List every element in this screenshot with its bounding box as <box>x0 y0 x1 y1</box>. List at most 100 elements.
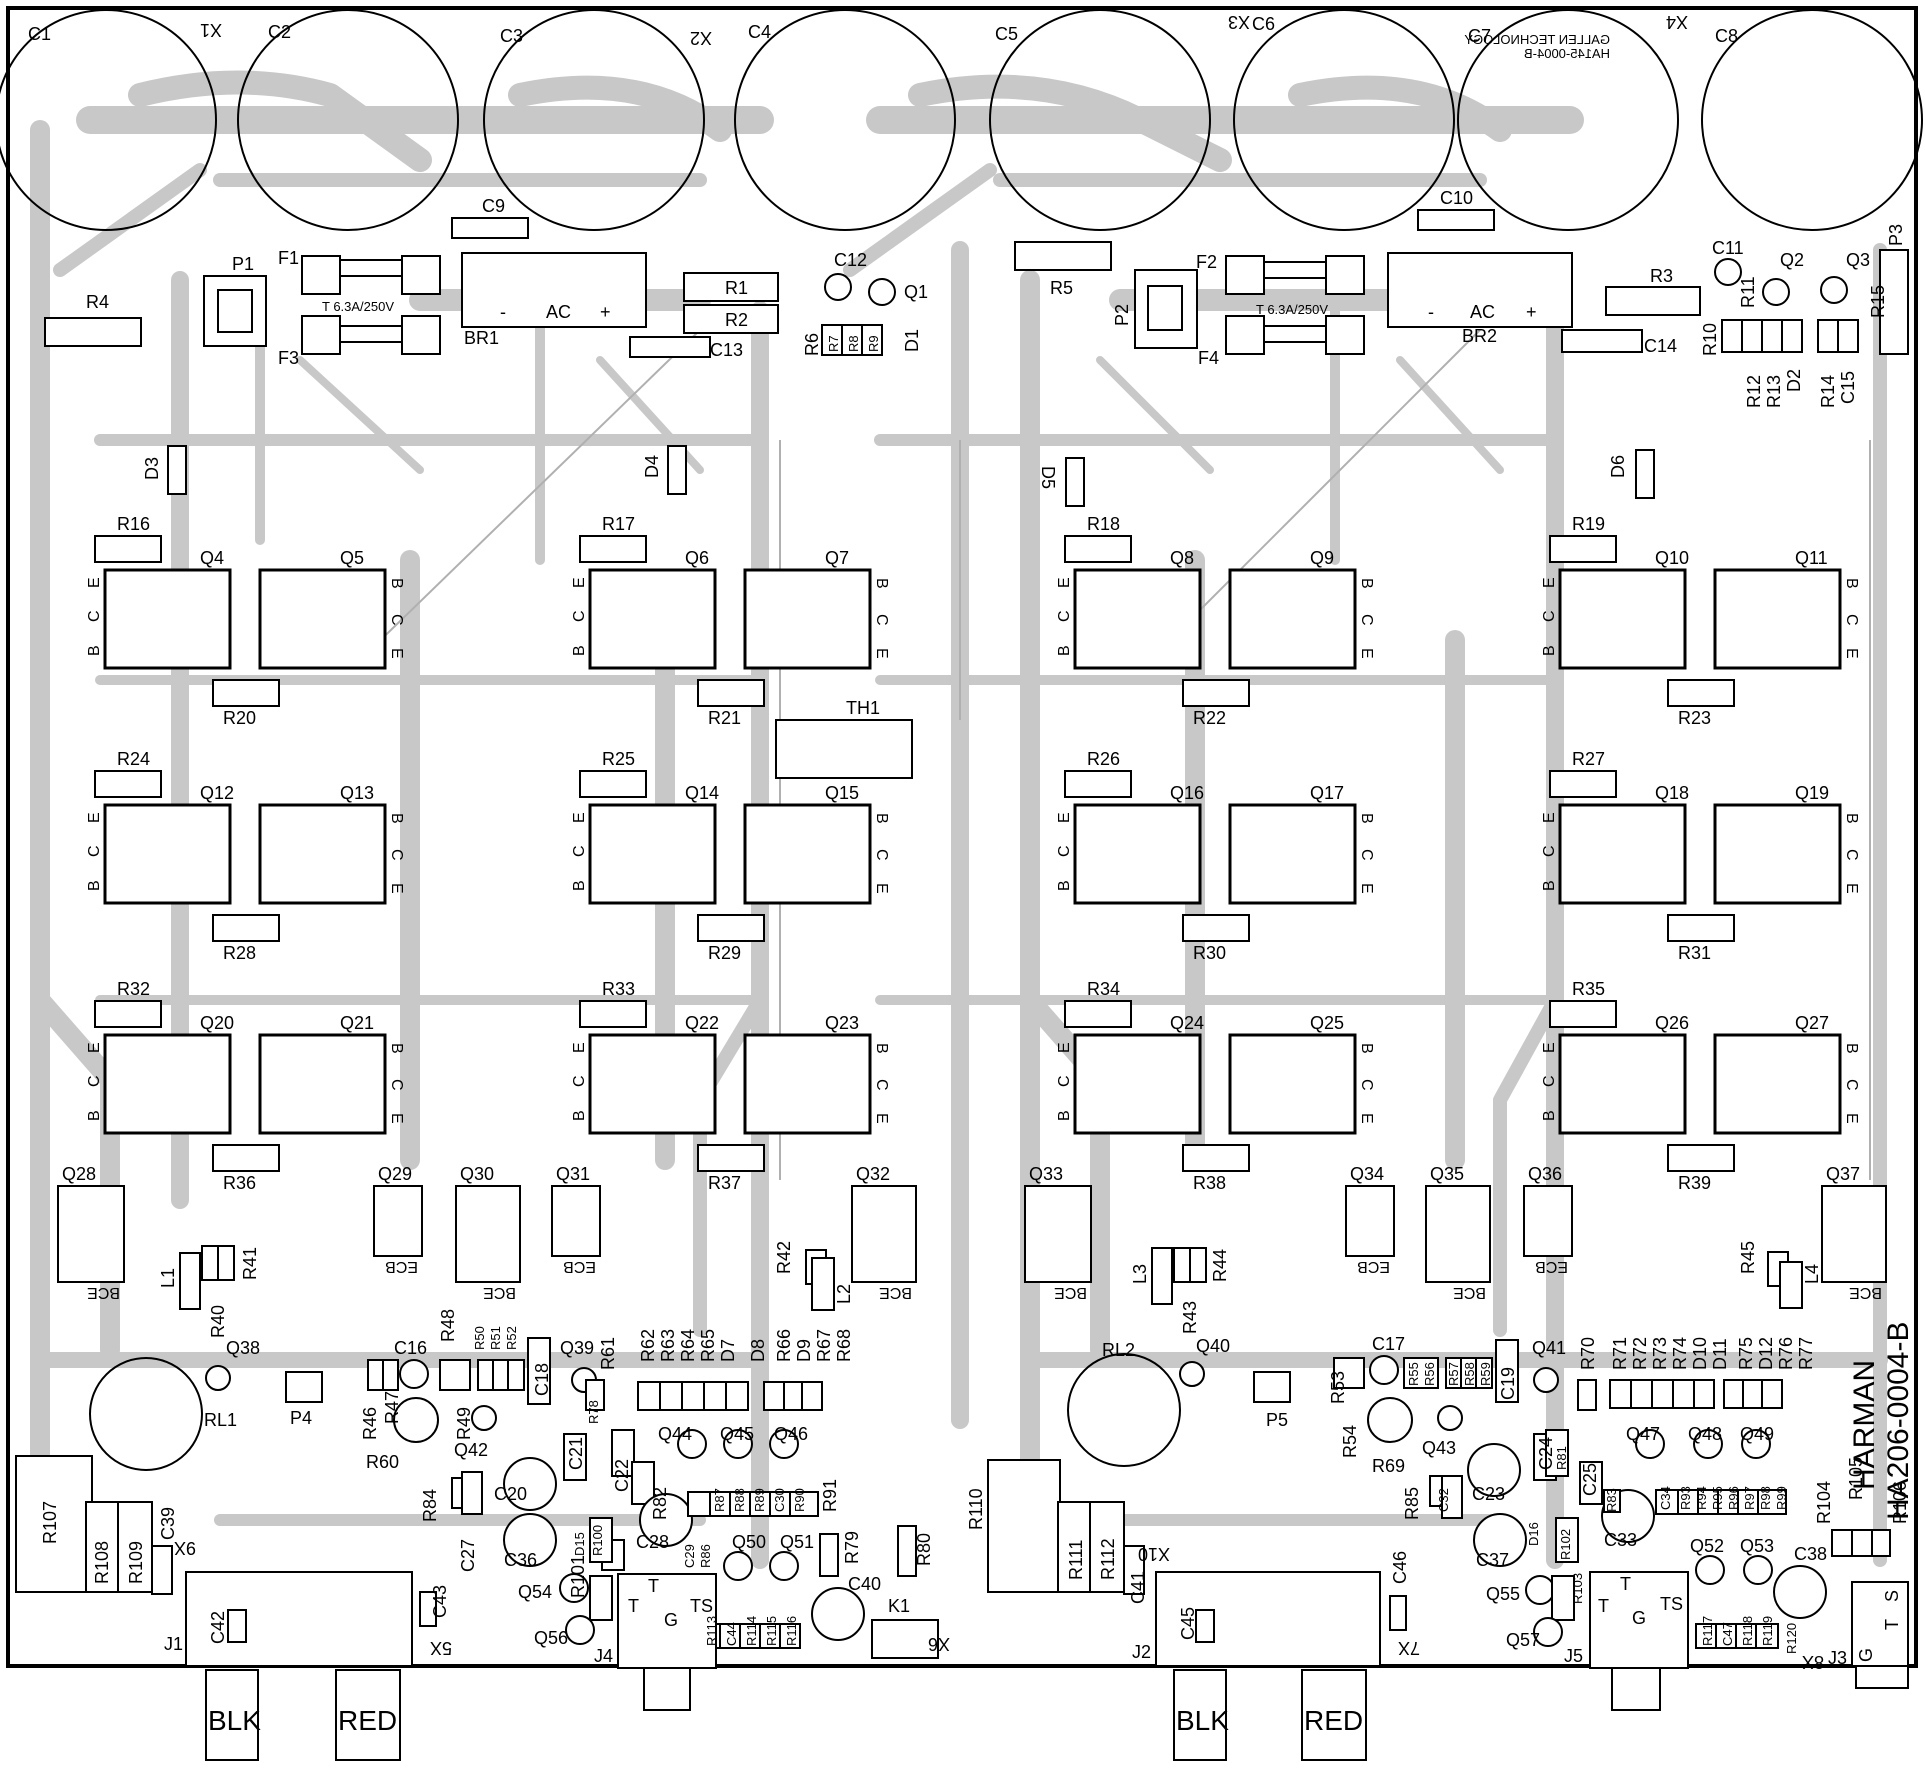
pin-label: C <box>1541 1075 1558 1087</box>
r72-label: R72 <box>1630 1337 1650 1370</box>
c29-label: C29 <box>682 1544 697 1568</box>
driver-transistor-body <box>851 1185 917 1283</box>
resistor-body <box>1182 679 1250 707</box>
resistor-label: R33 <box>602 979 635 999</box>
pin-label: B <box>1843 1043 1860 1054</box>
r101-label: R101 <box>568 1555 588 1598</box>
br2-minus: - <box>1428 302 1434 322</box>
mirror-brand: GALLEN TECHNOLOGY <box>1464 32 1610 47</box>
driver-transistor-label: Q32 <box>856 1164 890 1184</box>
pin-label: E <box>1843 1113 1860 1124</box>
transistor-label: Q9 <box>1310 548 1334 568</box>
pin-label: C <box>1843 1079 1860 1091</box>
r9-label: R9 <box>866 335 881 352</box>
l1-label: L1 <box>158 1268 178 1288</box>
resistor-label: R35 <box>1572 979 1605 999</box>
r5-label: R5 <box>1050 278 1073 298</box>
r87-label: R87 <box>712 1488 727 1512</box>
pin-label: C <box>571 1075 588 1087</box>
q42-label: Q42 <box>454 1440 488 1460</box>
pin-label: C <box>86 845 103 857</box>
c15-label: C15 <box>1838 371 1858 404</box>
c22-label: C22 <box>612 1459 632 1492</box>
pin-label: E <box>571 812 588 823</box>
pin-label: E <box>1541 577 1558 588</box>
power-transistor-body <box>588 568 717 670</box>
r10-label: R10 <box>1700 323 1720 356</box>
r93-label: R93 <box>1678 1486 1693 1510</box>
pin-label: C <box>1541 610 1558 622</box>
pin-label: B <box>873 578 890 589</box>
cap-label-c7: C7 <box>1468 26 1491 46</box>
pin-label: B <box>1056 880 1073 891</box>
r104-label: R104 <box>1814 1481 1834 1524</box>
q46-label: Q46 <box>774 1424 808 1444</box>
pin-label: C <box>571 610 588 622</box>
pin-label: E <box>1541 1042 1558 1053</box>
j5-g: G <box>1632 1608 1646 1628</box>
resistor-label: R31 <box>1678 943 1711 963</box>
resistor-body <box>212 1144 280 1172</box>
resistor-body <box>697 1144 765 1172</box>
pin-label: B <box>1541 880 1558 891</box>
driver-pin-label: ECB <box>1535 1258 1568 1275</box>
r45-label: R45 <box>1738 1241 1758 1274</box>
pin-label: C <box>1541 845 1558 857</box>
pin-label: C <box>86 1075 103 1087</box>
c41-label: C41 <box>1128 1571 1148 1604</box>
r65-label: R65 <box>698 1329 718 1362</box>
q55-label: Q55 <box>1486 1584 1520 1604</box>
pin-label: B <box>873 813 890 824</box>
j1-label: J1 <box>164 1634 183 1654</box>
resistor-label: R20 <box>223 708 256 728</box>
c45-label: C45 <box>1178 1607 1198 1640</box>
j5-t2: T <box>1598 1596 1609 1616</box>
c33-label: C33 <box>1604 1530 1637 1550</box>
c43-label: C43 <box>430 1585 450 1618</box>
r107-label: R107 <box>40 1501 60 1544</box>
r118-label: R118 <box>1740 1616 1755 1646</box>
j5-ts: TS <box>1660 1594 1683 1614</box>
r117-label: R117 <box>1700 1616 1715 1646</box>
power-transistor-body <box>103 1033 232 1135</box>
c18-label: C18 <box>532 1363 552 1396</box>
resistor-label: R37 <box>708 1173 741 1193</box>
transistor-label: Q24 <box>1170 1013 1204 1033</box>
transistor-label: Q7 <box>825 548 849 568</box>
pin-label: B <box>1541 645 1558 656</box>
c13-label: C13 <box>710 340 743 360</box>
c14-label: C14 <box>1644 336 1677 356</box>
r64-label: R64 <box>678 1329 698 1362</box>
r103-label: R103 <box>1570 1573 1585 1604</box>
transistor-label: Q13 <box>340 783 374 803</box>
resistor-body <box>94 1000 162 1028</box>
c39-label: C39 <box>158 1507 178 1540</box>
r80-label: R80 <box>914 1533 934 1566</box>
mirror-code: HA145-0004-B <box>1524 46 1610 61</box>
driver-transistor-label: Q33 <box>1029 1164 1063 1184</box>
x7-label: 7X <box>1398 1638 1420 1658</box>
r58-label: R58 <box>1462 1362 1477 1386</box>
driver-pin-label: BCE <box>1054 1284 1087 1301</box>
r62-label: R62 <box>638 1329 658 1362</box>
c11-label: C11 <box>1712 238 1744 258</box>
pin-label: C <box>388 849 405 861</box>
pin-label: E <box>1358 883 1375 894</box>
p2-label: P2 <box>1112 304 1132 326</box>
c37-label: C37 <box>1476 1550 1509 1570</box>
r85-label: R85 <box>1402 1487 1422 1520</box>
pin-label: B <box>388 1043 405 1054</box>
pin-label: E <box>86 1042 103 1053</box>
j4-g: G <box>664 1610 678 1630</box>
d6-label: D6 <box>1608 455 1628 478</box>
pin-label: B <box>388 578 405 589</box>
driver-transistor-label: Q30 <box>460 1164 494 1184</box>
r86-label: R86 <box>698 1544 713 1568</box>
r52-label: R52 <box>504 1326 519 1350</box>
x8-label: 8X <box>1802 1652 1824 1672</box>
driver-pin-label: ECB <box>1357 1258 1390 1275</box>
pin-label: E <box>1541 812 1558 823</box>
j4-ts: TS <box>690 1596 713 1616</box>
pin-label: B <box>1358 578 1375 589</box>
p5-label: P5 <box>1266 1410 1288 1430</box>
